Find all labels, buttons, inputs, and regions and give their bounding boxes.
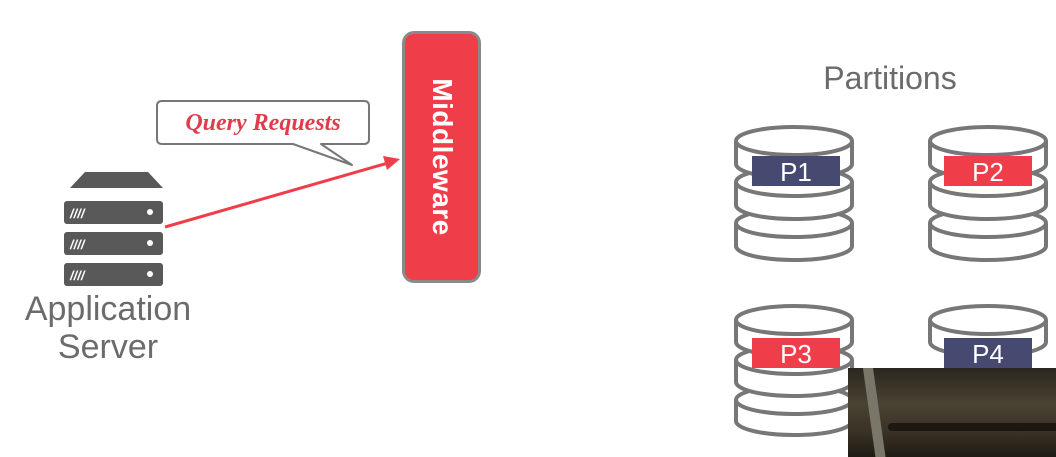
request-arrow — [164, 156, 400, 229]
partition-label-p3: P3 — [780, 339, 812, 369]
partitions-title: Partitions — [823, 60, 957, 96]
svg-text:////: //// — [69, 237, 86, 252]
video-shelf — [888, 423, 1056, 431]
application-server-label: Application Server — [8, 290, 208, 366]
middleware-label: Middleware — [426, 78, 458, 236]
partition-label-p2: P2 — [972, 157, 1004, 187]
video-inset — [848, 368, 1056, 457]
server-label-line1: Application — [24, 290, 192, 328]
server-icon: //// //// //// — [64, 172, 163, 286]
partition-db-p3: P3 — [734, 304, 854, 437]
partition-db-p2: P2 — [928, 125, 1048, 262]
query-requests-callout — [156, 100, 370, 166]
partition-label-p4: P4 — [972, 339, 1004, 369]
partition-label-bg-p1 — [752, 156, 840, 186]
partition-label-bg-p2 — [944, 156, 1032, 186]
callout-text: Query Requests — [185, 110, 341, 136]
partition-label-bg-p3 — [752, 338, 840, 368]
svg-text:////: //// — [69, 206, 86, 221]
svg-text:////: //// — [69, 268, 86, 283]
partition-db-p1: P1 — [734, 125, 854, 262]
middleware-box: Middleware — [402, 31, 481, 283]
server-label-line2: Server — [57, 328, 159, 366]
partition-db-p4: P4 — [928, 304, 1048, 369]
partition-label-bg-p4 — [944, 338, 1032, 368]
video-beam — [861, 368, 889, 457]
partition-label-p1: P1 — [780, 157, 812, 187]
